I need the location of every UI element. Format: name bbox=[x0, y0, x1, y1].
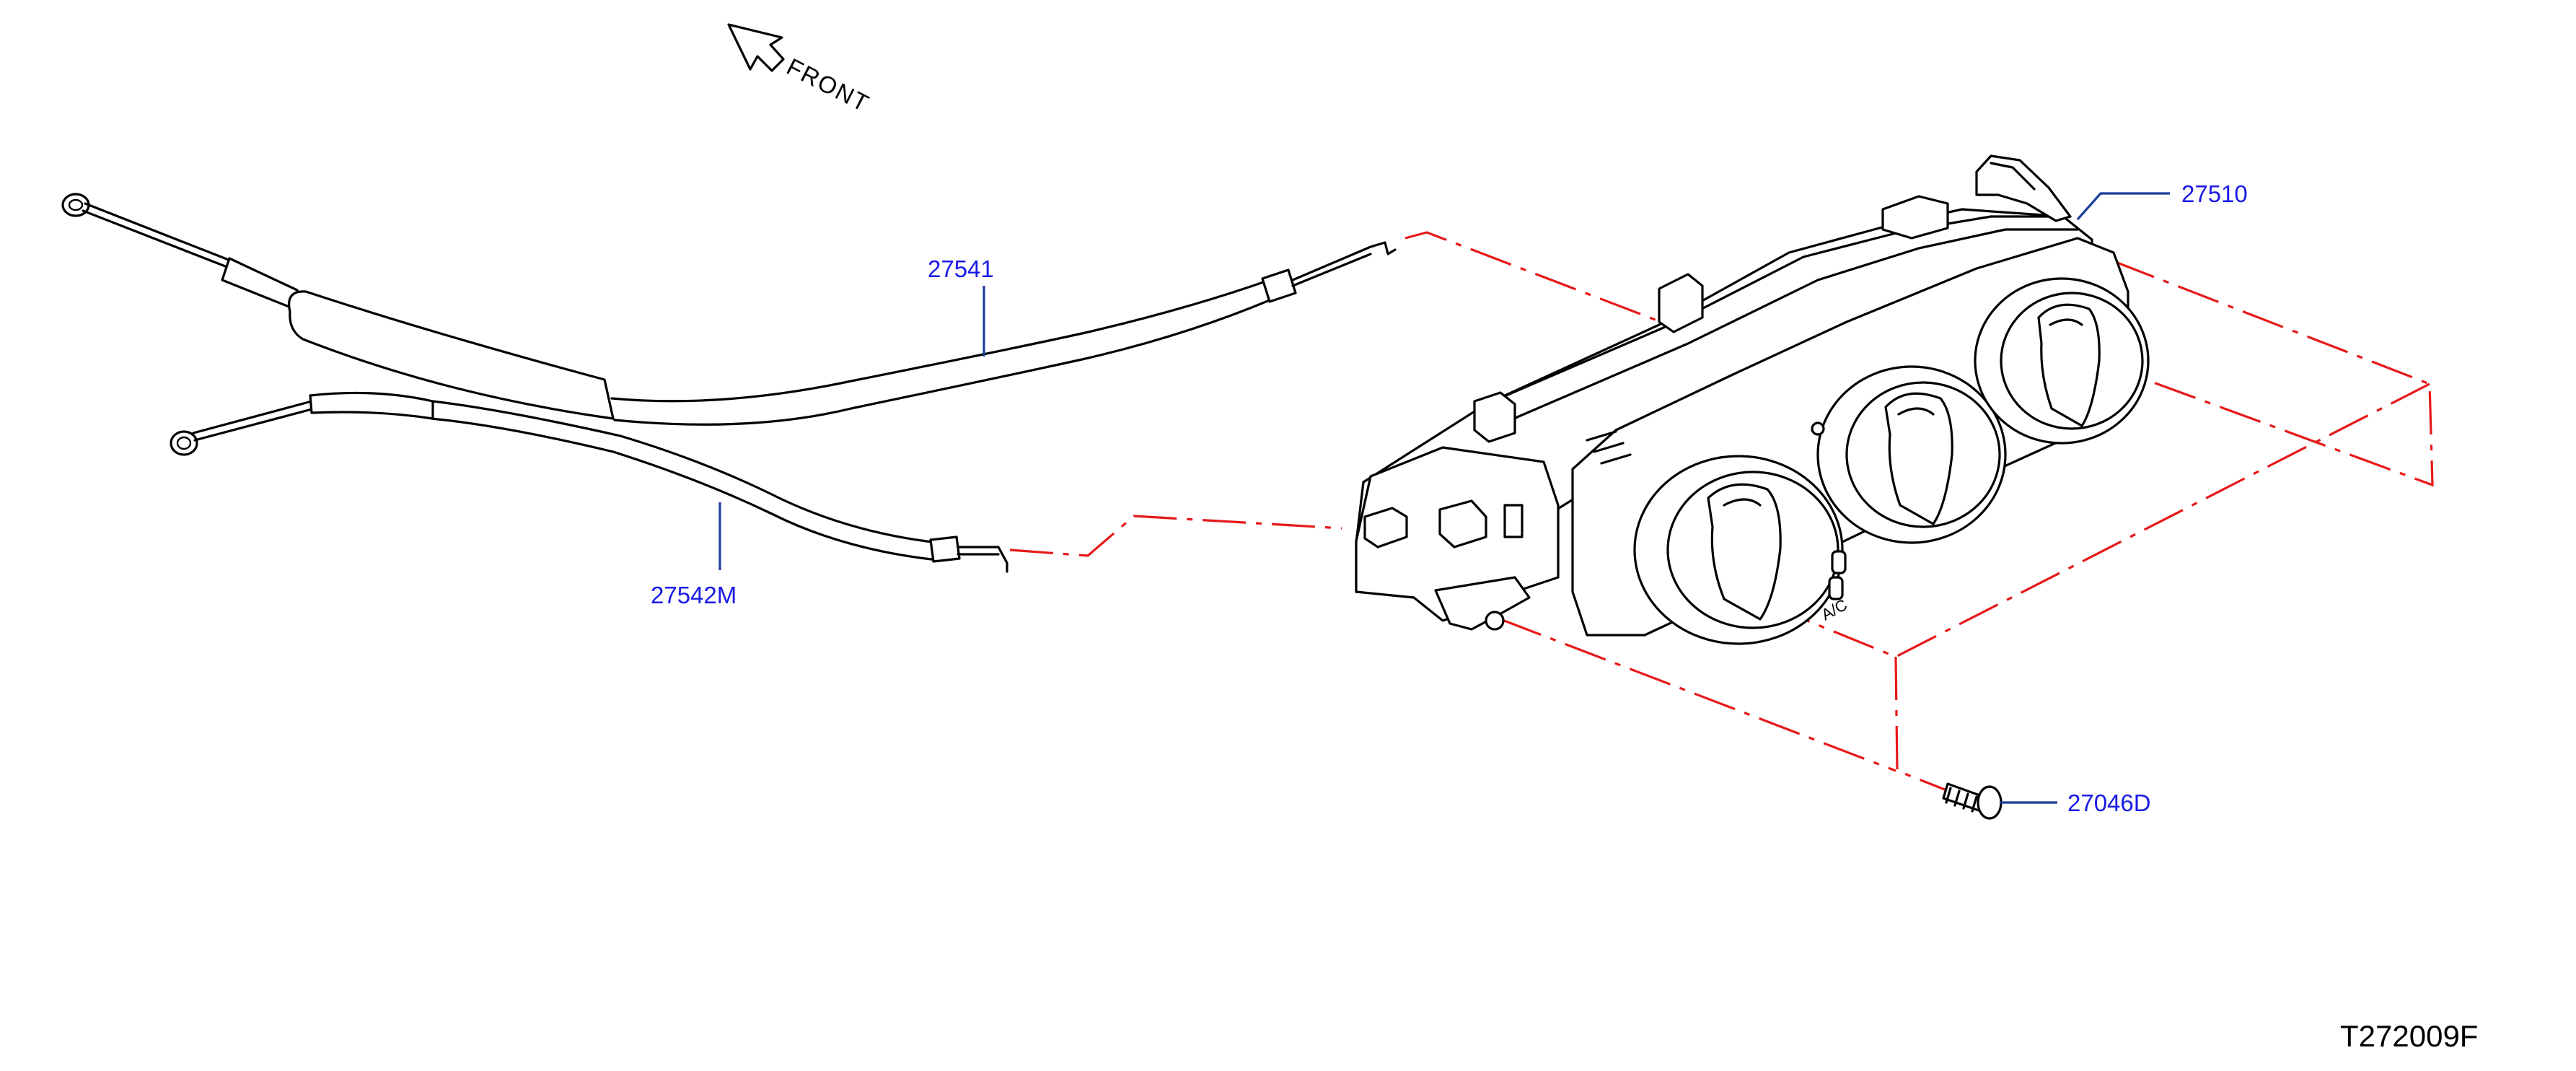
mounting-bracket-top bbox=[1975, 154, 2072, 222]
cable-end-sleeve-upper bbox=[221, 257, 299, 310]
phantom-line-front-right bbox=[2113, 260, 2434, 487]
phantom-line-lower-cable bbox=[1009, 515, 1342, 557]
switch-indicator-1 bbox=[1831, 550, 1847, 574]
leader-lines bbox=[718, 192, 2170, 804]
cable-clamp-left-2 bbox=[1438, 499, 1487, 548]
control-housing-mid-edge bbox=[1499, 228, 2079, 426]
control-assembly-27510: A/C bbox=[1355, 154, 2150, 645]
knob-right-grip bbox=[2049, 318, 2083, 326]
cable-clamp-left bbox=[1363, 507, 1408, 548]
cable-27541 bbox=[61, 193, 1397, 426]
cable-clamp-left-tab bbox=[1503, 504, 1524, 538]
mounting-bracket-top-detail bbox=[1990, 162, 2036, 191]
cable-outer-27542m-top bbox=[431, 400, 939, 544]
leader-27510 bbox=[2076, 192, 2170, 221]
cable-end-hook-27542m bbox=[957, 546, 1008, 573]
cable-eye-lower-inner bbox=[176, 436, 192, 450]
cable-jacket-27541 bbox=[288, 290, 615, 420]
screw-27046d bbox=[1942, 782, 2003, 820]
indicator-led bbox=[1811, 421, 1825, 436]
phantom-line-bottom-left bbox=[1500, 618, 1896, 772]
callout-27510: 27510 bbox=[2181, 180, 2248, 207]
switch-indicator-2 bbox=[1828, 576, 1844, 600]
figure-code: T272009F bbox=[2340, 1019, 2478, 1053]
cable-outer-27542m-bottom bbox=[430, 417, 939, 561]
control-housing-top-edge bbox=[1485, 215, 2065, 406]
cable-clip-upper bbox=[1658, 273, 1704, 333]
screw-threads bbox=[1945, 787, 1978, 813]
cable-clip-upper-2 bbox=[1881, 195, 1949, 240]
lever-pivot bbox=[1485, 611, 1505, 631]
cable-outer-27541-bottom bbox=[613, 299, 1271, 426]
cable-outer-27541-top bbox=[610, 279, 1271, 403]
cable-eye-upper-inner bbox=[68, 198, 84, 211]
cable-27542m bbox=[170, 391, 1008, 573]
callout-27541: 27541 bbox=[928, 255, 994, 282]
cable-end-ferrule-27541 bbox=[1261, 268, 1297, 303]
front-orientation: FRONT bbox=[727, 23, 874, 117]
cable-clamp-left-3 bbox=[1473, 391, 1516, 443]
cable-inner-wire-upper bbox=[82, 209, 232, 270]
arrow-up-left-icon bbox=[727, 23, 785, 72]
cable-end-wire-27541 bbox=[1291, 253, 1372, 287]
part-callouts: 27510 27541 27542M 27046D bbox=[651, 180, 2248, 816]
cable-inner-wire-lower bbox=[192, 400, 313, 434]
knob-middle-grip bbox=[1897, 407, 1935, 416]
cable-end-sleeve-lower bbox=[309, 391, 434, 420]
housing-ribs bbox=[1586, 430, 1632, 465]
cable-end-ferrule-27542m bbox=[929, 536, 961, 563]
phantom-line-vertical bbox=[1894, 656, 1953, 794]
callout-27542m: 27542M bbox=[651, 582, 737, 608]
front-label: FRONT bbox=[783, 53, 874, 117]
knob-left-grip bbox=[1723, 498, 1762, 507]
cable-inner-wire-upper-2 bbox=[84, 202, 234, 263]
cable-inner-wire-lower-2 bbox=[193, 407, 316, 442]
cable-eye-lower bbox=[170, 430, 198, 456]
screw-head bbox=[1977, 785, 2003, 820]
callout-27046d: 27046D bbox=[2067, 790, 2151, 816]
knob-middle bbox=[1884, 392, 1953, 525]
knob-right bbox=[2037, 303, 2101, 427]
knob-left bbox=[1707, 483, 1782, 621]
cable-end-hook-27541 bbox=[1291, 241, 1397, 281]
phantom-line-upper-cable bbox=[1405, 231, 1660, 323]
